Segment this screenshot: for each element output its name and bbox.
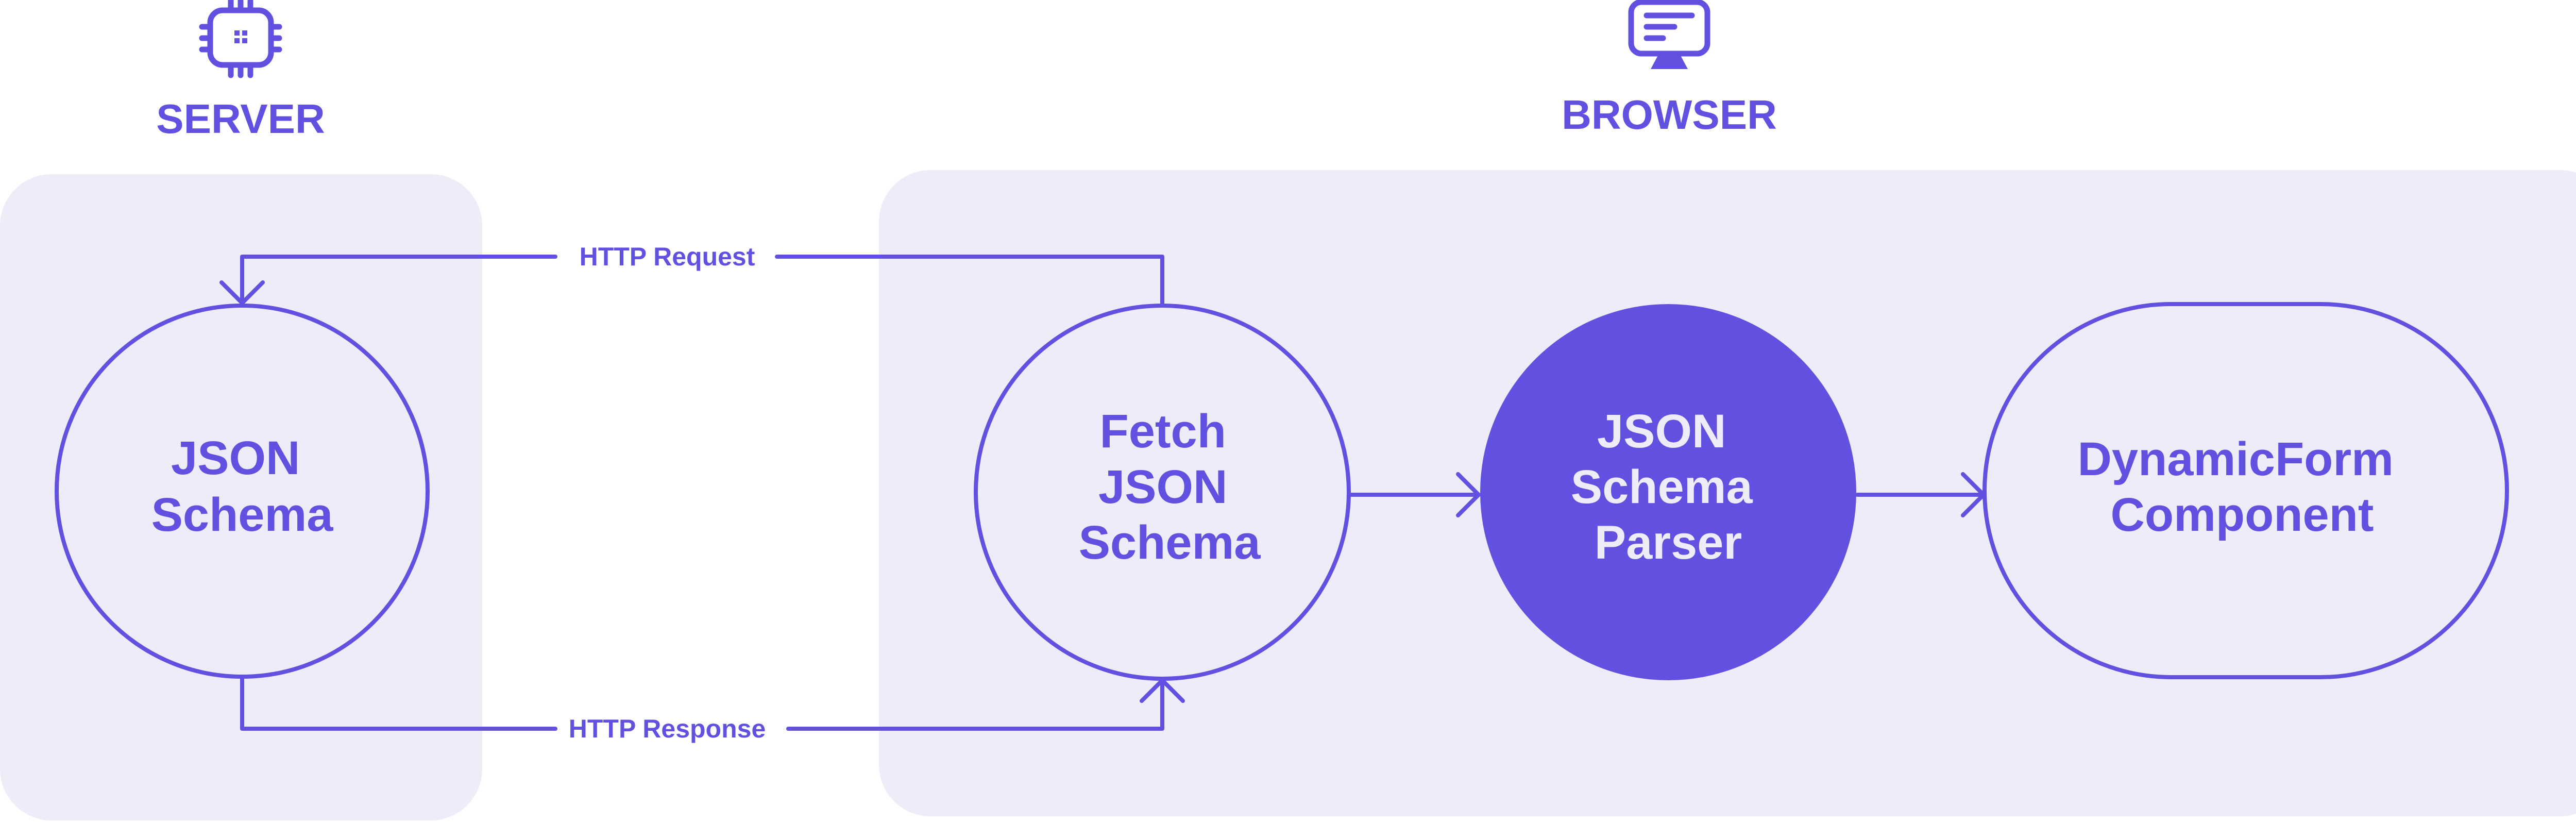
dynamicform-component-node-label: DynamicForm Component	[2077, 433, 2406, 541]
json-schema-node-line2: Schema	[151, 489, 334, 541]
response-connector-right	[786, 678, 1164, 731]
chip-dots	[234, 30, 247, 43]
parser-node-line1: JSON	[1597, 405, 1726, 458]
fetch-node-line3: Schema	[1079, 516, 1261, 569]
dynamicform-node-line2: Component	[2110, 489, 2374, 541]
http-request-label: HTTP Request	[580, 242, 755, 271]
fetch-json-schema-node-label: Fetch JSON Schema	[1079, 405, 1261, 569]
json-schema-node-line1: JSON	[171, 432, 300, 484]
parser-node-line3: Parser	[1595, 516, 1742, 569]
http-response-label: HTTP Response	[569, 714, 766, 743]
server-zone-label: SERVER	[156, 96, 325, 142]
parser-node-line2: Schema	[1571, 461, 1753, 513]
json-schema-node	[55, 304, 430, 679]
fetch-to-parser-arrowhead	[1456, 472, 1481, 517]
request-connector	[775, 255, 1164, 306]
fetch-json-schema-node	[974, 304, 1351, 681]
json-schema-parser-node-label: JSON Schema Parser	[1571, 405, 1766, 569]
monitor-icon	[1628, 0, 1710, 57]
fetch-node-line2: JSON	[1098, 461, 1228, 513]
dynamicform-component-node	[1982, 302, 2509, 679]
json-schema-parser-node	[1480, 304, 1856, 680]
response-connector	[240, 676, 557, 731]
browser-zone-label: BROWSER	[1562, 92, 1777, 138]
dynamicform-node-line1: DynamicForm	[2077, 433, 2394, 485]
request-arrowhead	[219, 280, 265, 305]
monitor-stand	[1651, 54, 1688, 69]
connectors	[219, 255, 1986, 731]
json-schema-node-label: JSON Schema	[151, 432, 334, 541]
fetch-node-line1: Fetch	[1100, 405, 1226, 458]
request-connector-left	[240, 255, 557, 305]
cpu-chip-icon	[199, 0, 282, 78]
